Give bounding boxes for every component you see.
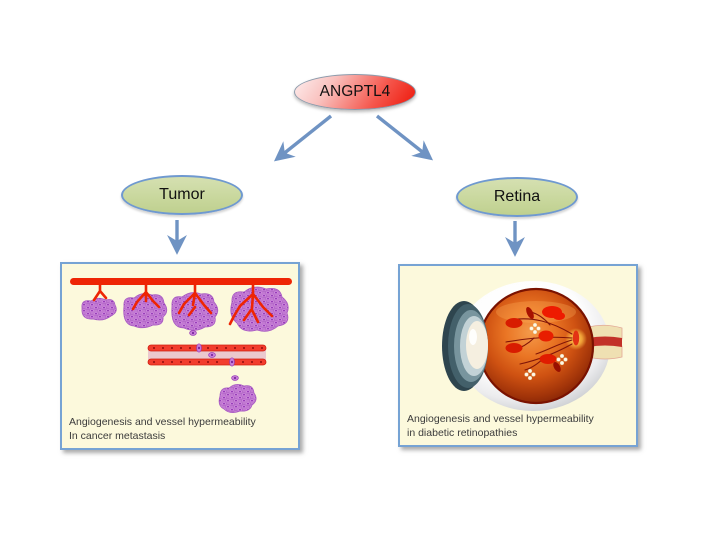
- cornea-lens: [442, 301, 488, 391]
- tumor-panel: Angiogenesis and vessel hypermeability I…: [60, 262, 300, 450]
- node-tumor-label: Tumor: [159, 186, 205, 203]
- node-angptl4-label: ANGPTL4: [319, 83, 391, 100]
- extravasated-cell: [231, 375, 239, 381]
- sprouting-vessels: [92, 282, 274, 326]
- arrow-angptl4-to-retina: [375, 114, 434, 161]
- tumor-caption-line-2: In cancer metastasis: [69, 429, 166, 442]
- optic-nerve: [587, 324, 623, 360]
- arrow-angptl4-to-tumor: [273, 114, 333, 162]
- eye-illustration: [442, 281, 623, 411]
- tumor-panel-caption: Angiogenesis and vessel hypermeability I…: [69, 415, 256, 443]
- optic-disc: [572, 330, 580, 346]
- node-tumor: Tumor: [121, 175, 243, 215]
- retina-panel-caption: Angiogenesis and vessel hypermeability i…: [407, 412, 594, 440]
- retina-caption-line-1: Angiogenesis and vessel hypermeability: [407, 412, 594, 425]
- main-vessel: [70, 278, 292, 285]
- node-retina-label: Retina: [493, 188, 541, 205]
- tumor-caption-line-1: Angiogenesis and vessel hypermeability: [69, 415, 256, 428]
- node-angptl4: ANGPTL4: [294, 74, 416, 110]
- vessel-cross-section: [147, 343, 267, 367]
- tumor-angiogenesis-illustration: [70, 278, 292, 413]
- exudates: [524, 322, 568, 381]
- circulating-cell: [189, 330, 197, 336]
- retina-panel: Angiogenesis and vessel hypermeability i…: [398, 264, 638, 447]
- hemorrhages: [505, 306, 565, 372]
- node-retina: Retina: [456, 177, 578, 217]
- retina-caption-line-2: in diabetic retinopathies: [407, 426, 518, 439]
